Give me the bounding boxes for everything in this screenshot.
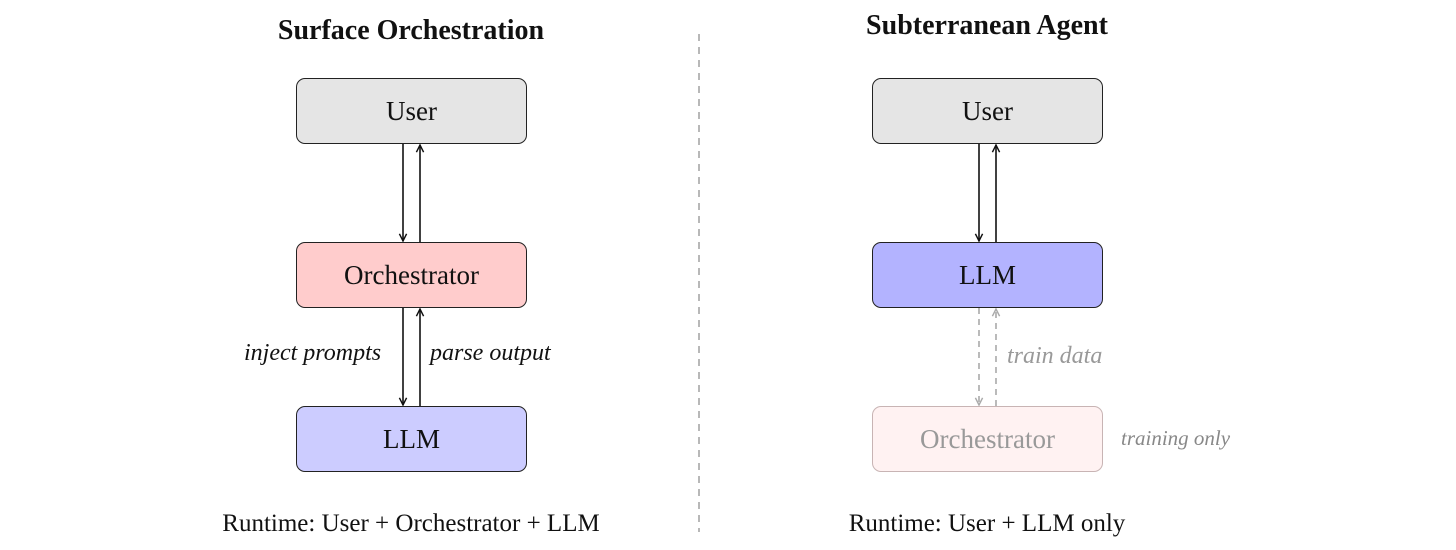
right-user-node: User: [872, 78, 1103, 144]
right-faded-orchestrator-node: Orchestrator: [872, 406, 1103, 472]
parse-output-label: parse output: [430, 340, 551, 366]
training-only-note: training only: [1121, 426, 1231, 450]
train-data-label: train data: [1007, 343, 1103, 369]
left-runtime-caption: Runtime: User + Orchestrator + LLM: [222, 510, 600, 537]
inject-prompts-label: inject prompts: [244, 340, 382, 366]
right-panel-title: Subterranean Agent: [866, 10, 1108, 41]
right-runtime-caption: Runtime: User + LLM only: [848, 510, 1126, 537]
left-user-node: User: [296, 78, 527, 144]
right-llm-node: LLM: [872, 242, 1103, 308]
left-panel-title: Surface Orchestration: [277, 15, 545, 46]
left-llm-node: LLM: [296, 406, 527, 472]
left-orchestrator-node: Orchestrator: [296, 242, 527, 308]
